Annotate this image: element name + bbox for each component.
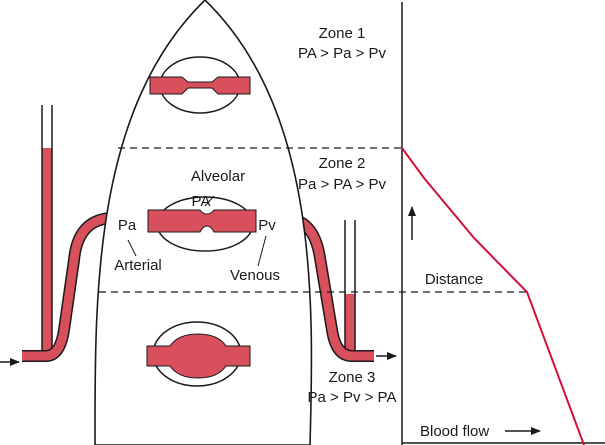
zone2-title: Zone 2 <box>319 155 366 172</box>
venous-pointer <box>257 235 267 267</box>
blood-flow-curve <box>401 147 585 445</box>
zone1-title: Zone 1 <box>319 25 366 42</box>
venous-manometer <box>344 220 356 362</box>
zone1-relation: PA > Pa > Pv <box>298 45 387 62</box>
zone3-title: Zone 3 <box>329 369 376 386</box>
pv-label: Pv <box>258 217 276 234</box>
blood-flow-label: Blood flow <box>420 423 489 440</box>
pa-pointer <box>204 195 215 207</box>
venous-blood-column <box>345 294 355 356</box>
alveolar-label: Alveolar <box>191 168 245 185</box>
arterial-pointer <box>127 239 137 257</box>
distance-label: Distance <box>425 271 483 288</box>
alveolus-zone2 <box>147 196 257 252</box>
venous-label: Venous <box>230 267 280 284</box>
alveolus-zone1 <box>149 56 251 114</box>
pa-arterial-label: Pa <box>118 217 137 234</box>
zone3-relation: Pa > Pv > PA <box>308 389 397 406</box>
flow-distance-graph: Distance Blood flow <box>401 2 605 445</box>
alveolus-zone3 <box>146 321 251 387</box>
zone2-relation: Pa > PA > Pv <box>298 176 387 193</box>
arterial-manometer <box>41 105 53 360</box>
arterial-blood-column <box>42 148 52 360</box>
arterial-label: Arterial <box>114 257 162 274</box>
pa-alveolar-label: PA <box>192 193 211 210</box>
